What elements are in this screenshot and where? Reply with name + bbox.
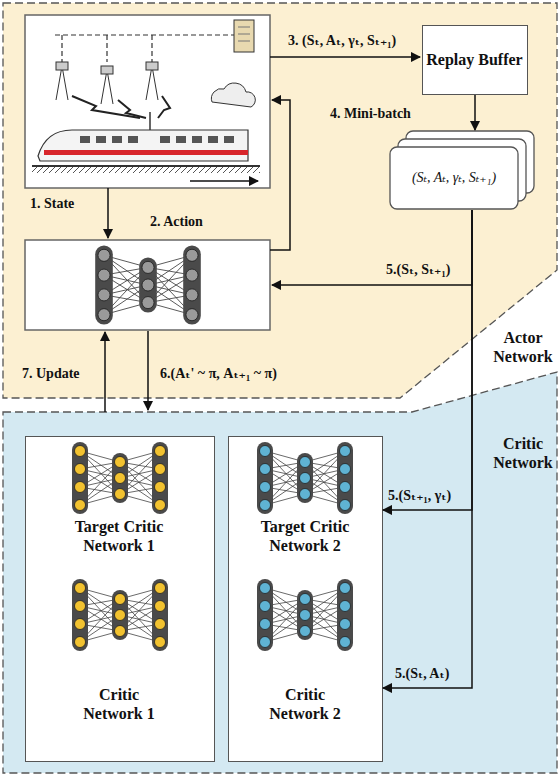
batch-card <box>390 147 518 209</box>
stack-outline <box>388 130 538 210</box>
step-label: 5.(Sₜ, Sₜ₊₁) <box>386 262 472 279</box>
region-shape <box>3 3 557 398</box>
building-icon <box>234 20 254 52</box>
flow-arrow <box>474 95 476 130</box>
edge-label: 4. Mini-batch <box>330 106 440 123</box>
flow-arrow <box>383 210 472 688</box>
batch-card <box>398 139 526 201</box>
node-title: Actor Network <box>486 328 560 366</box>
train-antenna <box>149 112 151 130</box>
step-label: 3. (Sₜ, Aₜ, γₜ, Sₜ₊₁) <box>288 33 424 50</box>
edge-label: 5.(Sₜ₊₁, γₜ) <box>388 488 472 505</box>
step-label: 7. Update <box>22 366 102 383</box>
node-title: Target Critic Network 1 <box>59 517 179 555</box>
policy-arrow <box>147 331 149 410</box>
environment-panel <box>25 15 270 188</box>
process-box: Replay Buffer <box>422 25 528 95</box>
node-title: Critic Network <box>486 434 560 472</box>
node-title: Critic Network 1 <box>74 685 164 723</box>
sample-arrow <box>272 210 472 285</box>
target-critic-icon <box>72 442 168 514</box>
action-arrow <box>270 100 290 250</box>
train-icon <box>38 130 248 161</box>
target-critic-icon <box>257 442 353 514</box>
direction-arrow <box>190 180 258 182</box>
step-label: 1. State <box>30 196 105 213</box>
node-title: Critic Network 2 <box>260 685 350 723</box>
critic-icon <box>257 579 353 651</box>
edge-label: 5.(Sₜ, Aₜ) <box>395 666 471 683</box>
update-arrow <box>104 332 106 412</box>
rail-track <box>32 166 260 173</box>
environment-box <box>25 15 270 188</box>
region-shape <box>3 372 557 773</box>
node-title: Replay Buffer <box>423 26 526 93</box>
cloud-icon <box>211 83 255 107</box>
actor-net-box <box>25 240 270 330</box>
node-title: (Sₜ, Aₜ, γₜ, Sₜ₊₁) <box>390 147 518 209</box>
backhaul-link <box>55 35 234 62</box>
wireless-signal <box>72 96 170 118</box>
batch-stack: (Sₜ, Aₜ, γₜ, Sₜ₊₁) <box>388 130 538 210</box>
process-box: Target Critic Network 1 Critic Network 1 <box>25 436 215 762</box>
step-label: 6.(Aₜ' ~ π, Aₜ₊₁ ~ π) <box>160 366 335 383</box>
process-box: Target Critic Network 2 Critic Network 2 <box>228 436 383 762</box>
node-title: Target Critic Network 2 <box>245 517 365 555</box>
state-arrow <box>107 188 109 238</box>
batch-card <box>406 131 534 193</box>
actor-net-icon <box>95 245 201 324</box>
step-label: 2. Action <box>150 214 235 231</box>
store-arrow <box>270 56 420 58</box>
base-station-icon <box>56 62 158 104</box>
critic-icon <box>72 579 168 651</box>
flow-arrow <box>383 210 472 510</box>
